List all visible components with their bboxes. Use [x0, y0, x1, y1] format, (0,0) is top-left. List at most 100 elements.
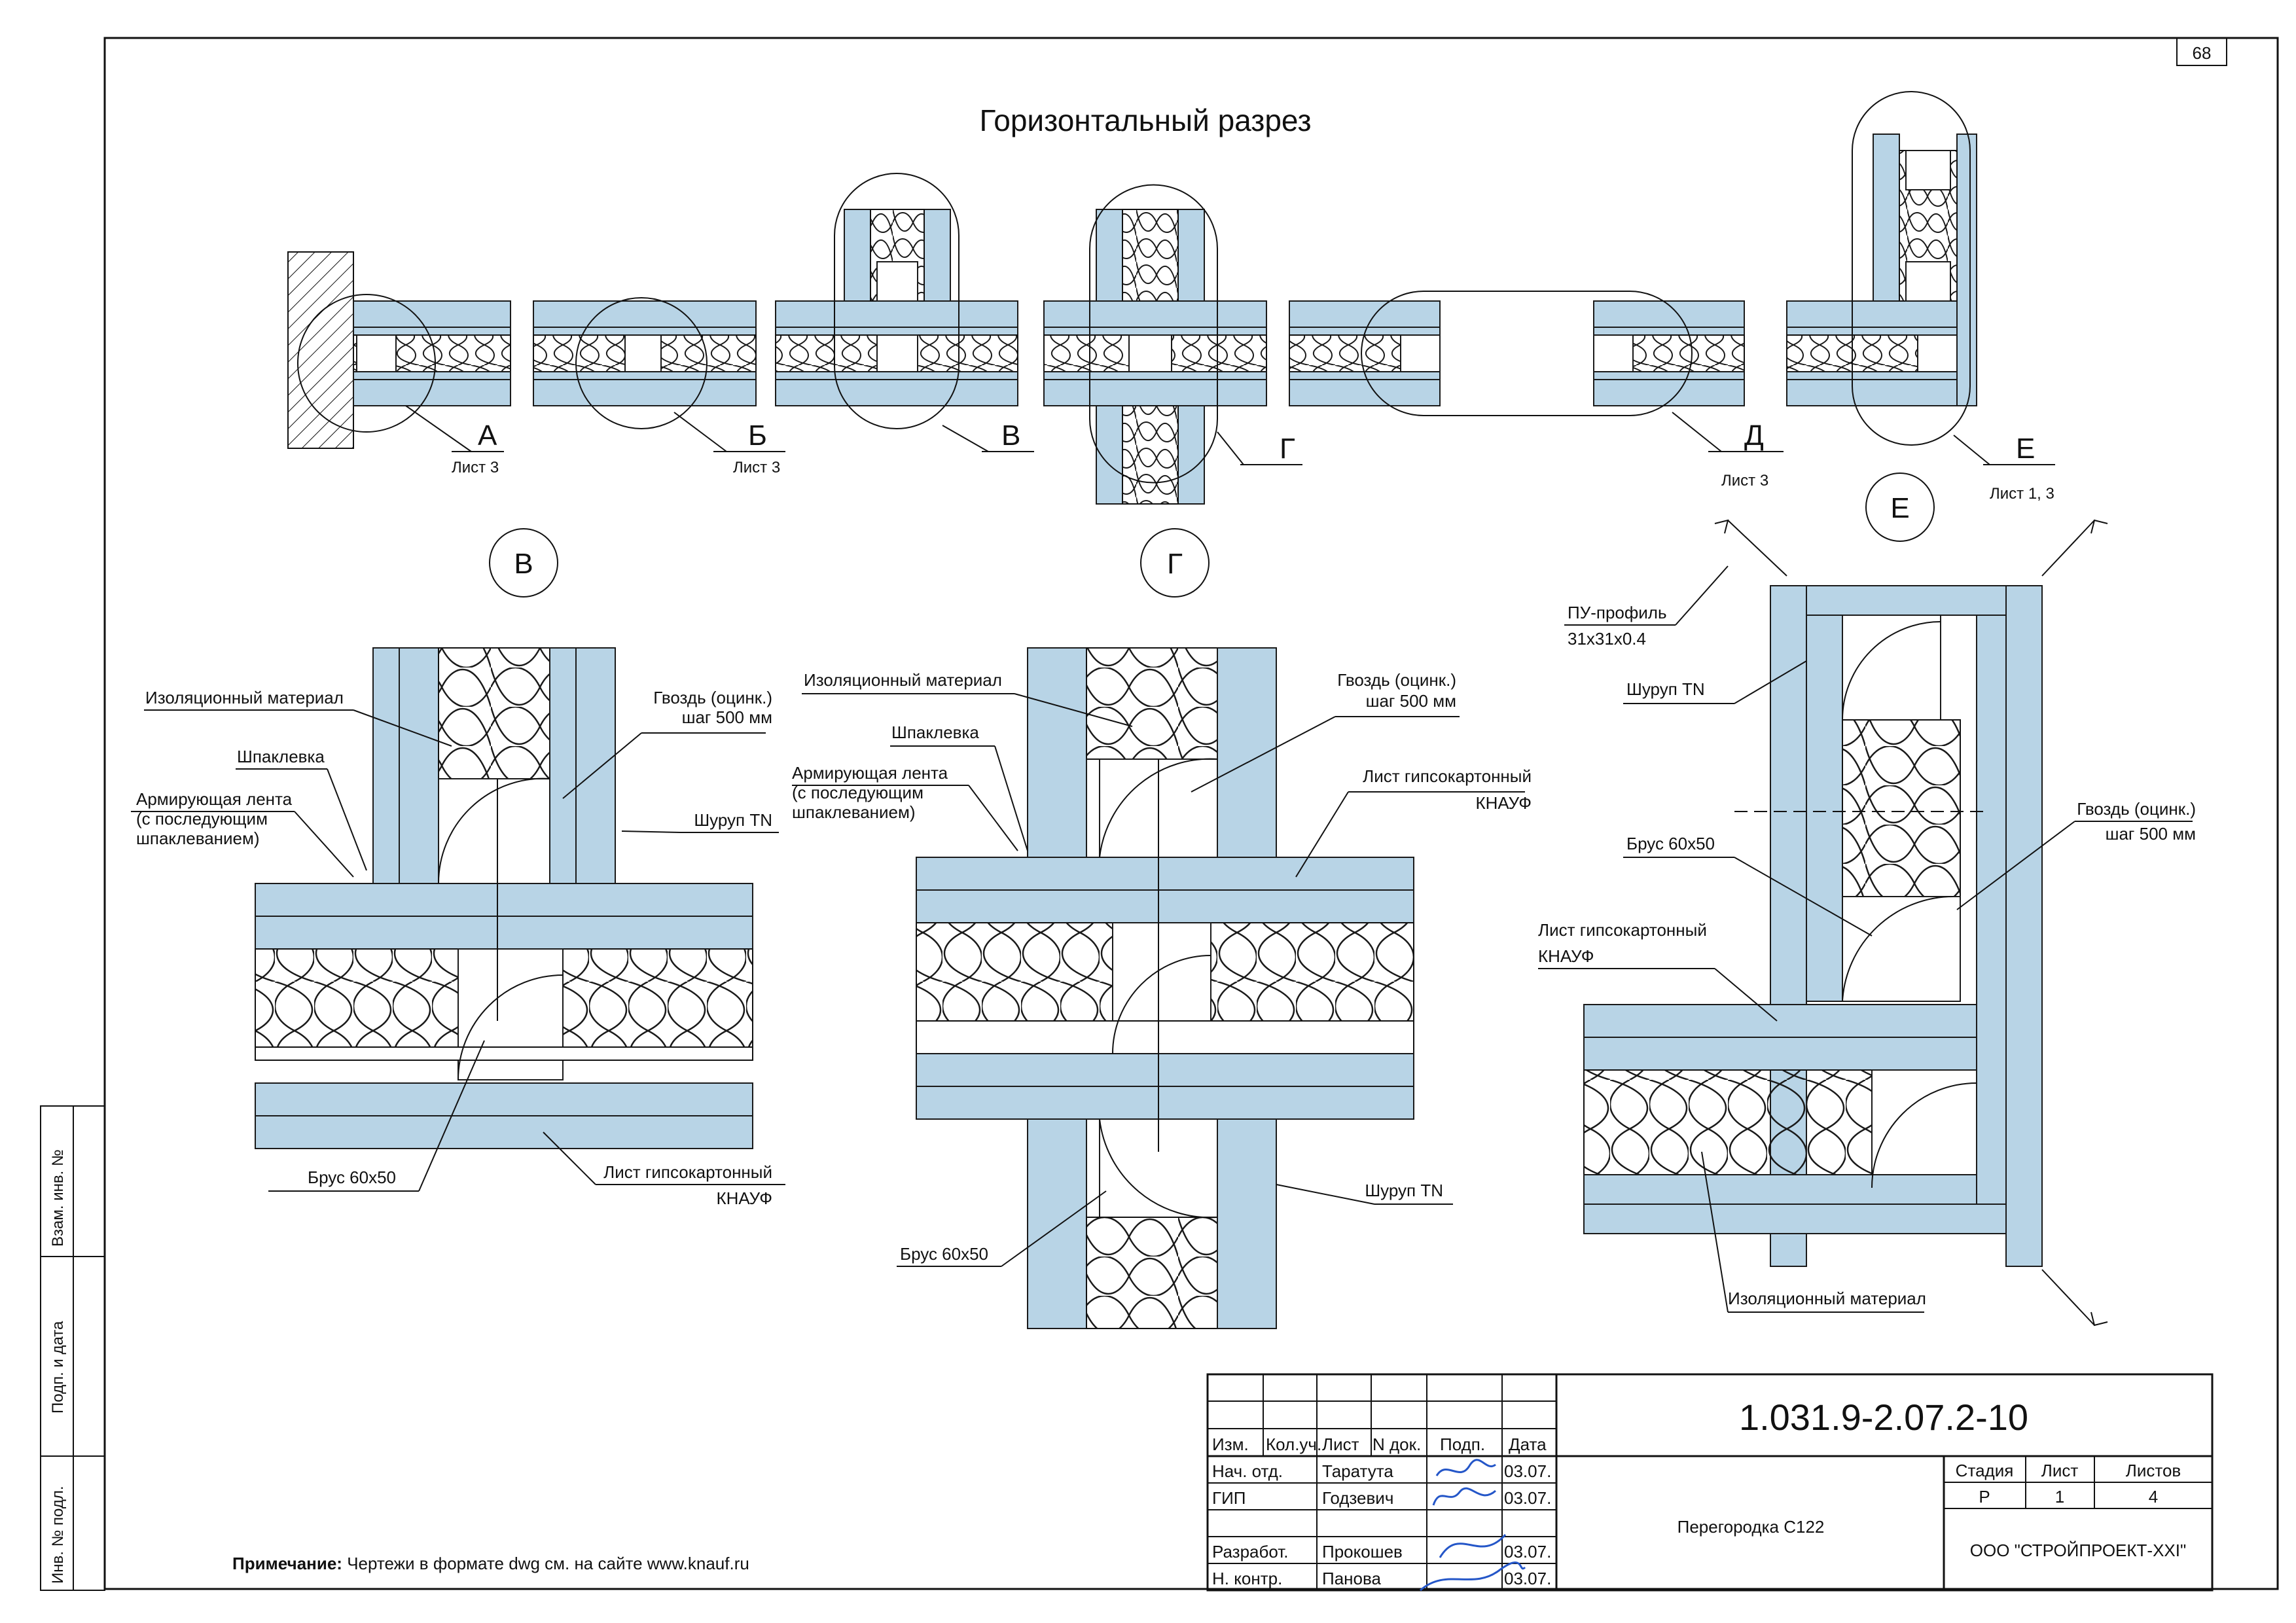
- detail-e-profile-label-2: 31х31х0.4: [1568, 629, 1646, 649]
- tb-header-sign: Подп.: [1440, 1435, 1485, 1454]
- detail-v-tape-label-3: шпаклеванием): [136, 829, 260, 848]
- detail-e-badge-circle: [1865, 473, 1935, 542]
- detail-g-tape-label-1: Армирующая лента: [792, 763, 948, 783]
- detail-a-letter: А: [478, 419, 497, 452]
- detail-v-badge-circle: [489, 528, 558, 597]
- detail-g-badge: Г: [1167, 548, 1183, 580]
- detail-g-gkl-label-2: КНАУФ: [1475, 793, 1532, 813]
- detail-v-badge: В: [514, 548, 533, 580]
- note-text: Чертежи в формате dwg см. на сайте www.k…: [342, 1554, 749, 1573]
- stage-header: Стадия: [1956, 1461, 2014, 1480]
- detail-v-nail-label-2: шаг 500 мм: [682, 707, 772, 727]
- tb-row-1-date: 03.07.: [1504, 1461, 1551, 1481]
- detail-g-putty-label: Шпаклевка: [891, 722, 979, 742]
- detail-g-drawing: [916, 647, 1414, 1329]
- section-g: [1043, 184, 1302, 505]
- detail-v-leaders: [131, 709, 785, 1192]
- sheet-value: 1: [2055, 1487, 2064, 1507]
- section-v: [775, 173, 1034, 452]
- detail-v-tape-label-2: (с последующим: [136, 809, 268, 829]
- tb-header-doc: N док.: [1372, 1435, 1421, 1454]
- company-name: ООО "СТРОЙПРОЕКТ-XXI": [1970, 1541, 2186, 1560]
- section-e: [1786, 91, 2055, 465]
- detail-e-badge: Е: [1890, 492, 1909, 524]
- detail-v-screw-label: Шуруп TN: [694, 810, 772, 830]
- detail-v-tape-label-1: Армирующая лента: [136, 789, 293, 809]
- side-stamp-inv: Инв. № подл.: [49, 1486, 67, 1584]
- tb-header-sheet: Лист: [1322, 1435, 1359, 1454]
- tb-row-2-date: 03.07.: [1504, 1488, 1551, 1508]
- detail-g-beam-label: Брус 60х50: [900, 1244, 988, 1264]
- detail-d-ref: Лист 3: [1721, 472, 1768, 490]
- side-stamp-replace: Взам. инв. №: [49, 1149, 67, 1247]
- sheets-header: Листов: [2126, 1461, 2181, 1480]
- tb-header-change: Изм.: [1212, 1435, 1249, 1454]
- detail-e-profile-label-1: ПУ-профиль: [1568, 603, 1667, 622]
- detail-v-letter: В: [1001, 419, 1020, 452]
- detail-v-gkl-label-2: КНАУФ: [716, 1188, 772, 1208]
- detail-d-letter: Д: [1744, 419, 1764, 452]
- detail-g-insulation-label: Изоляционный материал: [804, 670, 1002, 690]
- sheet-frame: [103, 37, 2279, 1590]
- detail-e-ref: Лист 1, 3: [1990, 485, 2054, 503]
- tb-row-5-date: 03.07.: [1504, 1569, 1551, 1588]
- tb-row-2-role: ГИП: [1212, 1488, 1246, 1508]
- detail-g-nail-label-1: Гвоздь (оцинк.): [1337, 670, 1456, 690]
- tb-row-1-role: Нач. отд.: [1212, 1461, 1283, 1481]
- page-number: 68: [2193, 43, 2212, 63]
- page-title: Горизонтальный разрез: [979, 103, 1311, 137]
- detail-b-letter: Б: [748, 419, 767, 452]
- detail-g-badge-circle: [1140, 528, 1210, 597]
- detail-g-tape-label-2: (с последующим: [792, 783, 924, 802]
- detail-v-drawing: [255, 647, 753, 1149]
- doc-code: 1.031.9-2.07.2-10: [1739, 1397, 2028, 1438]
- note: Примечание: Чертежи в формате dwg см. на…: [232, 1554, 749, 1573]
- side-stamp-sign: Подп. и дата: [49, 1321, 67, 1414]
- detail-e-gkl-label-1: Лист гипсокартонный: [1538, 920, 1707, 940]
- tb-header-date: Дата: [1509, 1435, 1547, 1454]
- tb-header-qty: Кол.уч.: [1266, 1435, 1321, 1454]
- detail-e-leaders: [1538, 565, 2193, 1313]
- detail-e-gkl-label-2: КНАУФ: [1538, 946, 1594, 966]
- detail-v-insulation-label: Изоляционный материал: [145, 688, 344, 707]
- note-label: Примечание:: [232, 1554, 342, 1573]
- tb-row-5-role: Н. контр.: [1212, 1569, 1282, 1588]
- tb-row-4-name: Прокошев: [1322, 1542, 1403, 1561]
- tb-row-1-name: Таратута: [1322, 1461, 1393, 1481]
- section-d: [1289, 291, 1784, 452]
- detail-e-letter: Е: [2016, 433, 2035, 465]
- stage-value: Р: [1979, 1487, 1990, 1507]
- detail-g-screw-label: Шуруп TN: [1365, 1181, 1443, 1200]
- detail-g-leaders: [792, 693, 1525, 1267]
- detail-e-beam-label: Брус 60х50: [1626, 834, 1715, 853]
- signatures: [1420, 1459, 1526, 1592]
- detail-a-ref: Лист 3: [452, 459, 499, 476]
- side-stamp: [40, 1105, 105, 1591]
- detail-g-letter: Г: [1280, 433, 1295, 465]
- detail-e-screw-label: Шуруп TN: [1626, 679, 1705, 699]
- section-b: [533, 297, 785, 452]
- detail-e-drawing: [1583, 519, 2108, 1327]
- sheet-header: Лист: [2041, 1461, 2079, 1480]
- detail-g-nail-label-2: шаг 500 мм: [1366, 691, 1456, 711]
- detail-e-insulation-label: Изоляционный материал: [1728, 1289, 1926, 1308]
- detail-v-nail-label-1: Гвоздь (оцинк.): [653, 688, 772, 707]
- title-block: [1206, 1373, 2214, 1592]
- tb-row-2-name: Годзевич: [1322, 1488, 1393, 1508]
- section-a: [287, 251, 511, 452]
- tb-row-4-date: 03.07.: [1504, 1542, 1551, 1561]
- detail-e-nail-label-1: Гвоздь (оцинк.): [2077, 799, 2196, 819]
- sheets-value: 4: [2149, 1487, 2158, 1507]
- detail-g-gkl-label-1: Лист гипсокартонный: [1363, 766, 1532, 786]
- page-number-box: [2176, 37, 2227, 66]
- detail-e-nail-label-2: шаг 500 мм: [2106, 824, 2196, 844]
- tb-row-4-role: Разработ.: [1212, 1542, 1289, 1561]
- object-name: Перегородка С122: [1677, 1517, 1825, 1537]
- tb-row-5-name: Панова: [1322, 1569, 1381, 1588]
- detail-v-gkl-label-1: Лист гипсокартонный: [603, 1162, 772, 1182]
- detail-b-ref: Лист 3: [733, 459, 780, 476]
- detail-v-putty-label: Шпаклевка: [237, 747, 325, 766]
- detail-g-tape-label-3: шпаклеванием): [792, 802, 916, 822]
- detail-v-beam-label: Брус 60х50: [308, 1168, 396, 1187]
